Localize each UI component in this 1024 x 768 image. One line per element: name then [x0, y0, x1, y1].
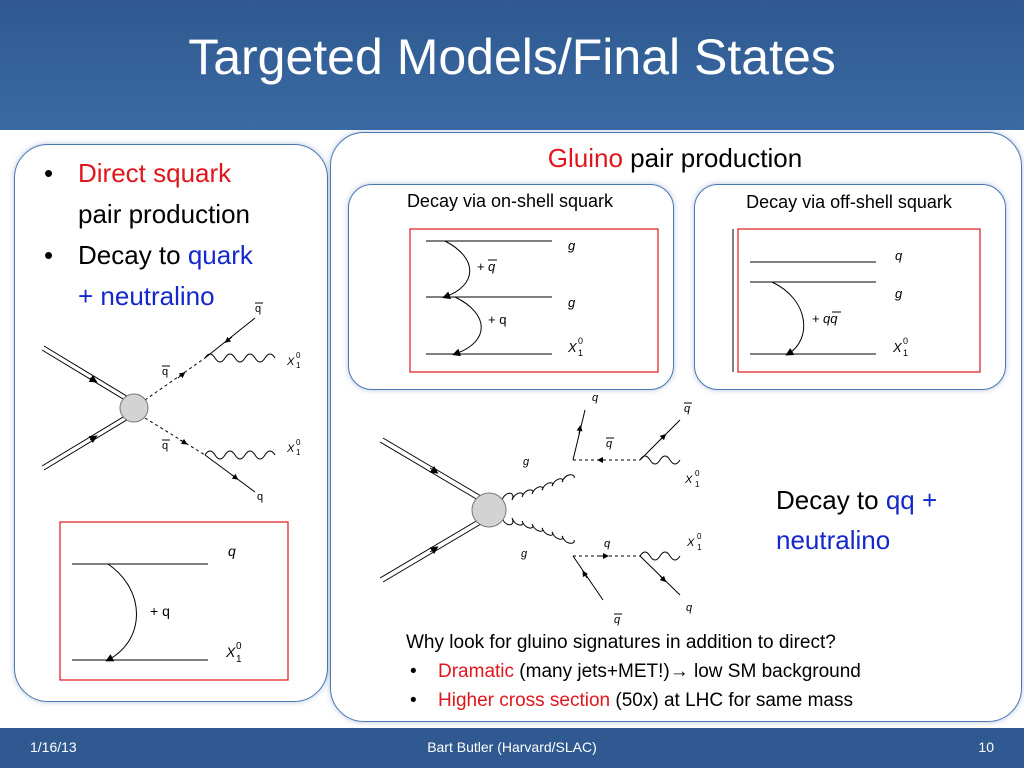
- onshell-chi-sup: 0: [578, 336, 583, 346]
- onshell-box: [348, 184, 674, 390]
- why-bullet-dramatic: Dramatic (many jets+MET!)→ low SM backgr…: [406, 657, 861, 686]
- direct-squark-text: Direct squark: [78, 158, 232, 188]
- neutralino-text: + neutralino: [78, 281, 215, 311]
- label-chi1-sub: 1: [296, 361, 301, 370]
- gluino-chi-top-sup: 0: [695, 469, 700, 478]
- why-dramatic: Dramatic: [438, 661, 515, 682]
- gluino-chi-bot-sup: 0: [697, 532, 702, 541]
- box-plus-q: + q: [150, 603, 170, 619]
- onshell-qbar: q: [488, 259, 496, 274]
- gluino-chi-bot-sub: 1: [697, 543, 702, 552]
- box-chi-sub: 1: [236, 654, 242, 665]
- onshell-title: Decay via on-shell squark: [406, 191, 614, 211]
- onshell-g1: g: [568, 238, 576, 253]
- offshell-chi-sub: 1: [903, 348, 908, 358]
- why-cross-section: Higher cross section: [438, 690, 611, 711]
- gluino-squark-bar: q: [606, 438, 613, 450]
- squark-pair-diagram: [41, 317, 276, 493]
- gluino-chi-top-sub: 1: [695, 480, 700, 489]
- onshell-diagram-box: [409, 228, 659, 373]
- gluino-g-bot: g: [521, 548, 528, 560]
- offshell-diagram-box: [737, 228, 981, 373]
- quark-text: quark: [187, 240, 253, 270]
- gluino-word: Gluino: [547, 143, 623, 173]
- decay-qq-text: Decay to qq + neutralino: [776, 480, 937, 560]
- decay-to-text: Decay to: [78, 240, 188, 270]
- why-cross-section-rest: (50x) at LHC for same mass: [610, 690, 853, 711]
- gluino-pair-diagram: [379, 409, 681, 601]
- onshell-plus-q: + q: [488, 312, 506, 327]
- decay-qq-pre: Decay to: [776, 485, 886, 515]
- offshell-plus: +: [812, 311, 820, 326]
- slide-title: Targeted Models/Final States: [188, 29, 836, 85]
- decay-neutralino-blue: neutralino: [776, 525, 891, 555]
- label-qbar: q: [255, 303, 261, 315]
- box-chi: X: [225, 644, 236, 660]
- why-title: Why look for gluino signatures in additi…: [406, 632, 836, 653]
- onshell-g2: g: [568, 295, 576, 310]
- footer-author: Bart Butler (Harvard/SLAC): [427, 739, 597, 755]
- box-chi-sup: 0: [236, 641, 242, 652]
- offshell-title: Decay via off-shell squark: [746, 192, 952, 212]
- label-chi1-sup: 0: [296, 351, 301, 360]
- footer-page-number: 10: [978, 739, 994, 755]
- why-bullet-cross-section: Higher cross section (50x) at LHC for sa…: [406, 686, 861, 715]
- label-chi2-sub: 1: [296, 448, 301, 457]
- offshell-chi: X: [892, 340, 903, 355]
- gluino-q-bot: q: [686, 602, 693, 614]
- offshell-qq: qq: [823, 311, 838, 326]
- squark-decay-box: [59, 521, 289, 681]
- label-squark: q: [162, 440, 168, 452]
- gluino-chi-bot: X: [686, 537, 695, 549]
- label-squark-bar: q: [162, 366, 168, 378]
- bullet-decay-quark: Decay to quark + neutralino: [44, 235, 253, 317]
- onshell-chi: X: [567, 340, 578, 355]
- decay-qq-blue: qq +: [885, 485, 938, 515]
- bullet-direct-squark: Direct squark pair production: [44, 153, 253, 235]
- onshell-chi-sub: 1: [578, 348, 583, 358]
- label-chi2: X: [286, 443, 295, 455]
- gluino-g-top: g: [523, 456, 530, 468]
- direct-squark-bullets: Direct squark pair production Decay to q…: [44, 153, 253, 317]
- label-chi1: X: [286, 356, 295, 368]
- offshell-chi-sup: 0: [903, 336, 908, 346]
- footer: 1/16/13 Bart Butler (Harvard/SLAC) 10: [0, 728, 1024, 768]
- offshell-squark: q: [895, 248, 903, 263]
- gluino-heading: Gluino pair production: [330, 143, 1020, 174]
- gluino-qbar-bot: q: [614, 614, 621, 626]
- why-dramatic-rest: (many jets+MET!)→ low SM background: [514, 661, 861, 682]
- box-squark-label: q: [228, 543, 236, 559]
- gluino-qbar-top: q: [684, 403, 691, 415]
- label-chi2-sup: 0: [296, 438, 301, 447]
- gluino-squark: q: [604, 538, 611, 550]
- gluino-chi-top: X: [684, 474, 693, 486]
- gluino-q-top: q: [592, 392, 599, 404]
- pair-production-text: pair production: [78, 199, 250, 229]
- label-q: q: [257, 491, 263, 503]
- gluino-heading-rest: pair production: [622, 143, 803, 173]
- offshell-box: [694, 184, 1006, 390]
- onshell-plus-qbar: +: [477, 259, 485, 274]
- why-section: Why look for gluino signatures in additi…: [406, 628, 861, 715]
- offshell-g: g: [895, 286, 903, 301]
- title-bar: [0, 0, 1024, 130]
- footer-date: 1/16/13: [30, 739, 77, 755]
